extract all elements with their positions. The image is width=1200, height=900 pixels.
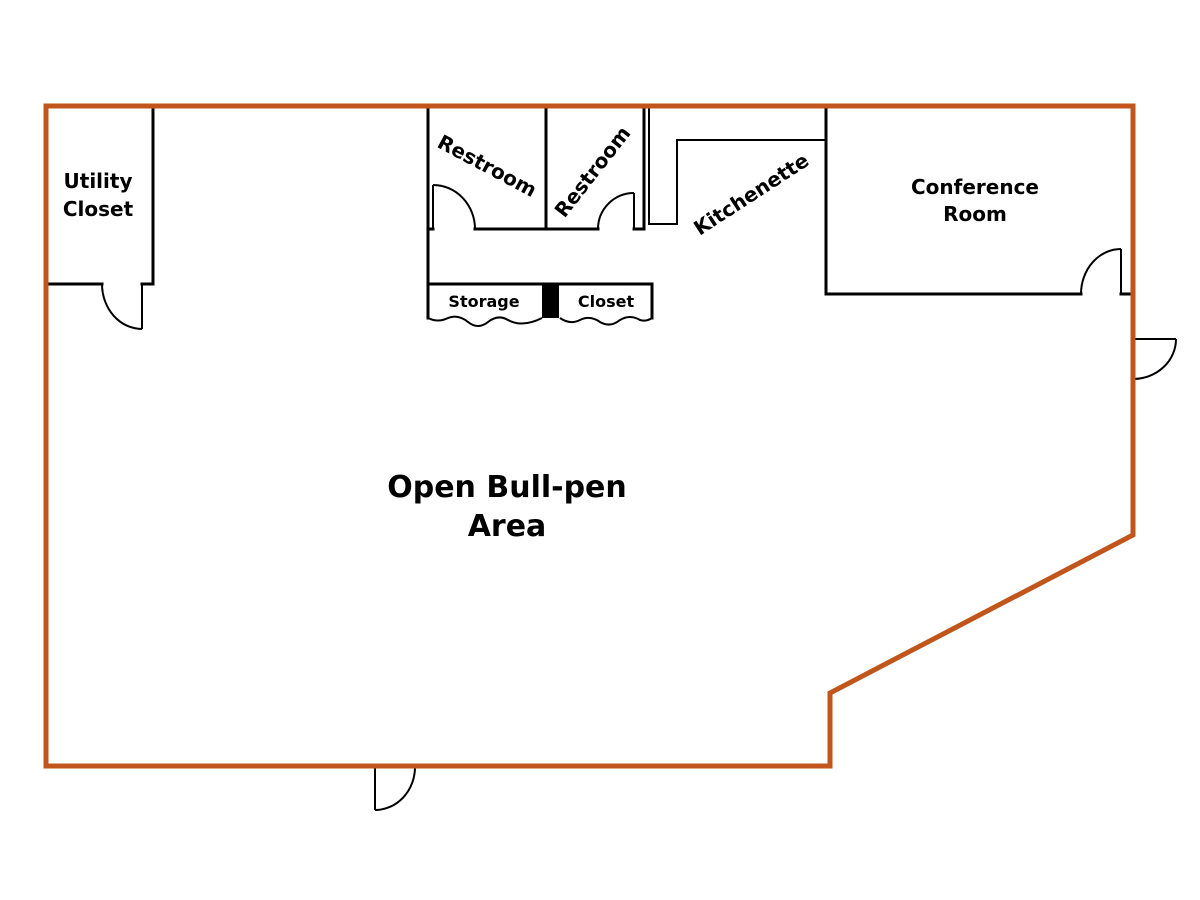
restroom-left-door: [432, 184, 476, 230]
utility-closet-label-line2: Closet: [63, 197, 134, 221]
kitchenette-walls: [648, 108, 826, 225]
conference-room-label-line1: Conference: [911, 175, 1039, 199]
restroom-left-label: Restroom: [434, 130, 541, 202]
utility-closet-walls: [46, 106, 155, 286]
utility-closet-label-line1: Utility: [64, 169, 133, 193]
restroom-right-label: Restroom: [550, 122, 636, 222]
open-area-label-line1: Open Bull-pen: [387, 470, 627, 505]
conference-room-walls: [824, 106, 1133, 296]
restroom-walls: [426, 106, 646, 288]
storage-label: Storage: [448, 292, 519, 311]
conference-room-label-line2: Room: [943, 202, 1007, 226]
south-exterior-door: [374, 766, 416, 811]
conference-room-door: [1080, 248, 1122, 295]
closet-label: Closet: [578, 292, 635, 311]
utility-closet-door: [101, 283, 143, 330]
storage-closet-block: [426, 282, 654, 327]
storage-divider: [542, 284, 559, 318]
open-area-label-line2: Area: [468, 509, 547, 544]
building-outline: [43, 103, 1136, 769]
restroom-right-door: [597, 192, 635, 230]
east-exterior-door: [1132, 338, 1177, 380]
kitchenette-label: Kitchenette: [689, 148, 813, 240]
